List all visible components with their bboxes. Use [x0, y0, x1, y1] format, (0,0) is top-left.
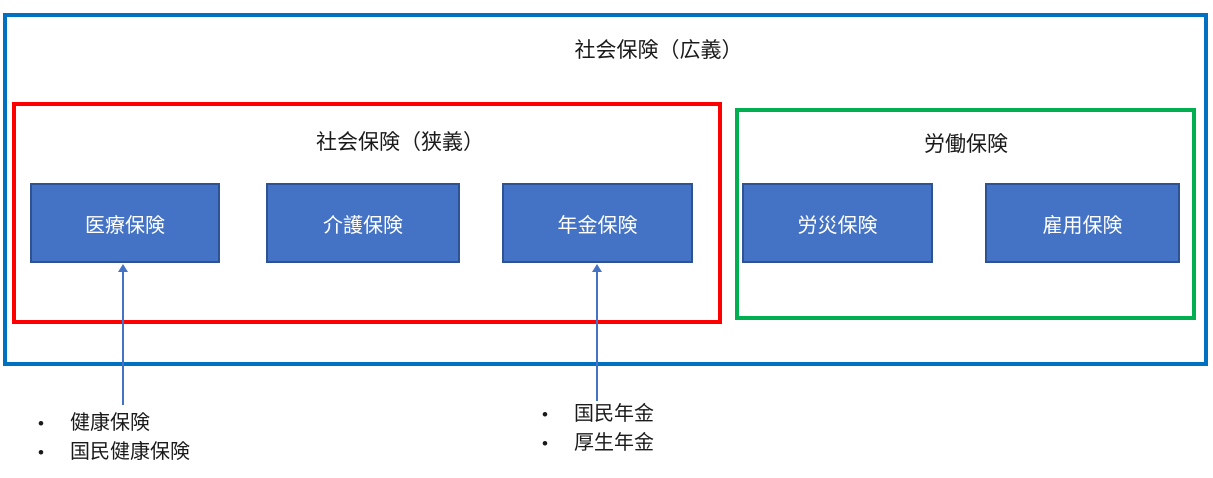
node-medical-insurance: 医療保険 — [30, 183, 220, 263]
narrow-social-insurance-title: 社会保険（狭義） — [316, 131, 484, 154]
bullet-icon: • — [542, 434, 548, 453]
node-workers-accident-insurance: 労災保険 — [742, 183, 933, 263]
arrow-to-pension-insurance — [591, 264, 603, 401]
pension-insurance-annotation-list: • 国民年金 • 厚生年金 — [540, 400, 654, 458]
arrow-shaft — [596, 272, 598, 401]
annotation-text-health-insurance: 健康保険 — [70, 412, 150, 434]
node-employment-insurance: 雇用保険 — [985, 183, 1180, 263]
arrow-to-medical-insurance — [117, 264, 129, 405]
arrowhead-up-icon — [118, 264, 128, 272]
arrow-shaft — [122, 272, 124, 405]
arrowhead-up-icon — [592, 264, 602, 272]
broad-social-insurance-frame — [3, 13, 1208, 366]
annotation-text-national-pension: 国民年金 — [574, 403, 654, 425]
list-item: • 国民年金 — [540, 400, 654, 429]
labor-insurance-title: 労働保険 — [924, 133, 1008, 156]
node-pension-insurance: 年金保険 — [502, 183, 693, 263]
list-item: • 厚生年金 — [540, 429, 654, 458]
bullet-icon: • — [542, 405, 548, 424]
list-item: • 健康保険 — [36, 409, 190, 438]
annotation-text-employees-pension: 厚生年金 — [574, 432, 654, 454]
medical-insurance-annotation-list: • 健康保険 • 国民健康保険 — [36, 409, 190, 467]
bullet-icon: • — [38, 414, 44, 433]
broad-social-insurance-title: 社会保険（広義） — [574, 39, 743, 62]
node-nursing-care-insurance: 介護保険 — [266, 183, 460, 263]
bullet-icon: • — [38, 443, 44, 462]
labor-insurance-frame — [735, 108, 1196, 320]
list-item: • 国民健康保険 — [36, 438, 190, 467]
narrow-social-insurance-frame — [12, 102, 722, 324]
annotation-text-national-health-insurance: 国民健康保険 — [70, 441, 190, 463]
